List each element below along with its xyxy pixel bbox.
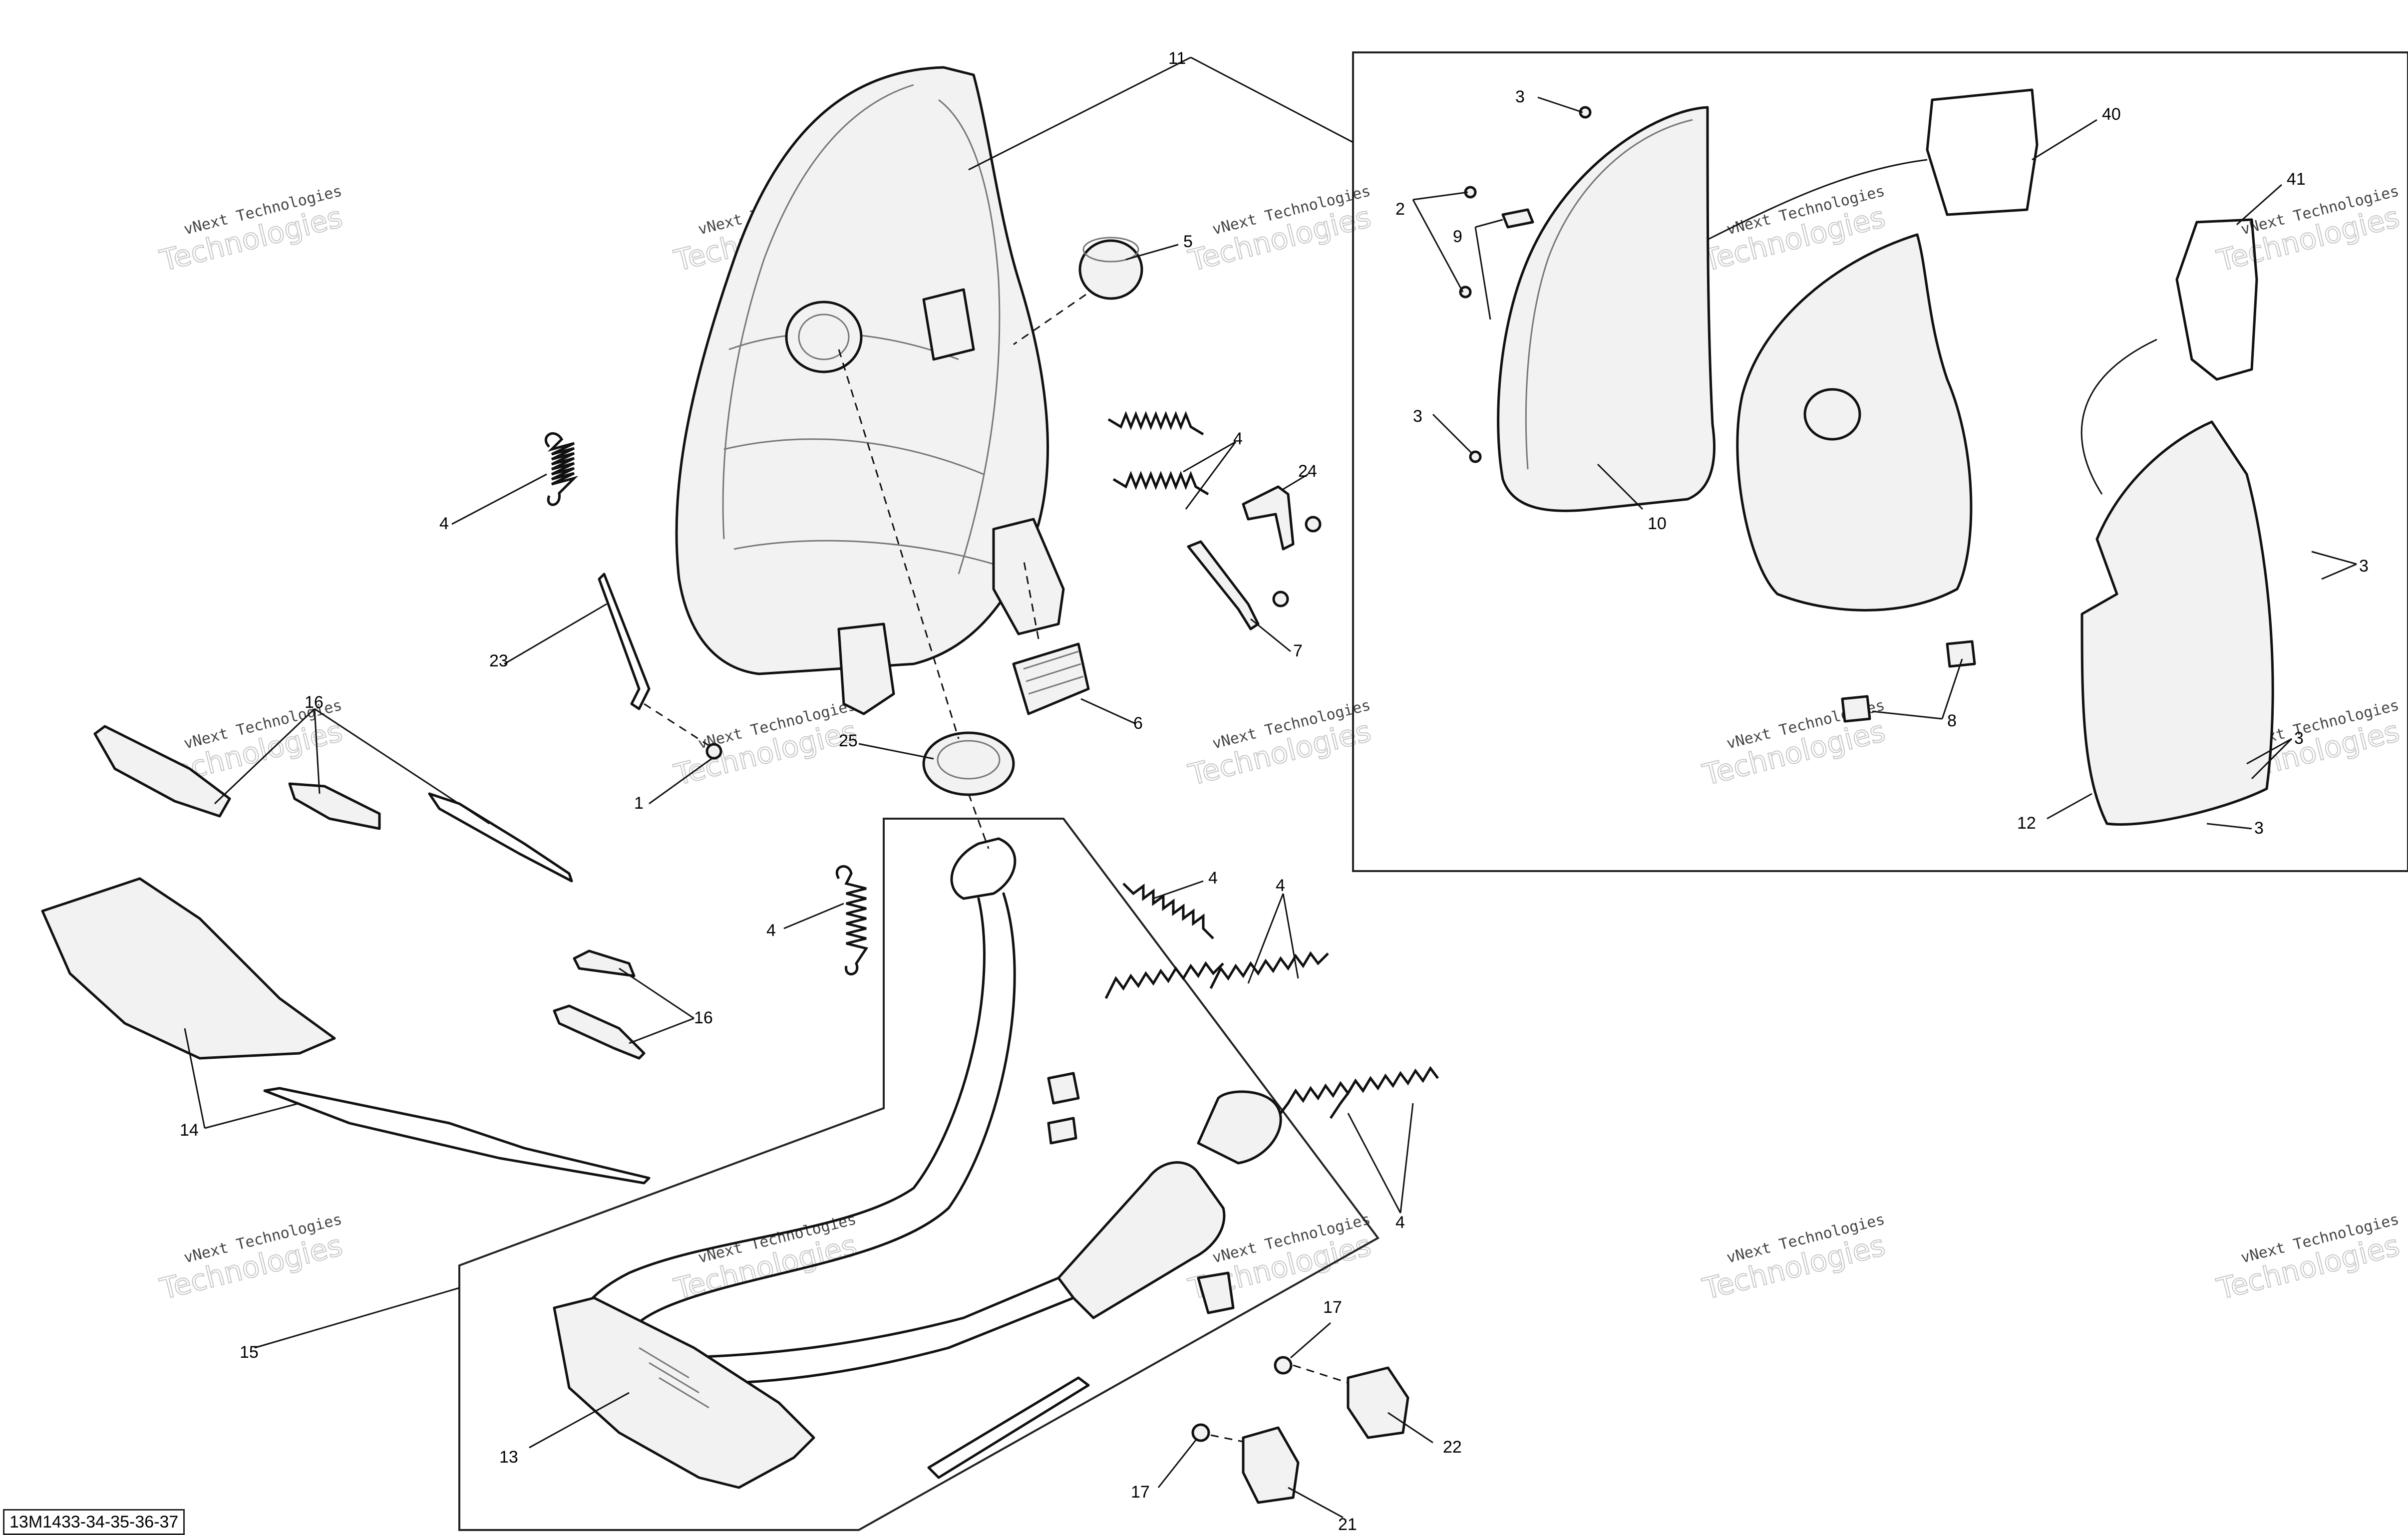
callout-2: 2 — [1395, 200, 1405, 219]
watermark: Technologies vNext Technologies — [1699, 1211, 1889, 1306]
callout-17: 17 — [1323, 1298, 1342, 1317]
nut-part-1 — [705, 743, 722, 760]
muffler-outlet — [1803, 388, 1861, 441]
callout-4: 4 — [439, 514, 449, 533]
skid-shield-part-14 — [263, 1087, 651, 1185]
screw — [1305, 516, 1322, 533]
callout-23: 23 — [489, 651, 508, 670]
callout-14: 14 — [180, 1121, 199, 1140]
callout-17: 17 — [1131, 1483, 1150, 1502]
spring-part-4 — [1269, 1066, 1439, 1129]
arrow-leader — [2080, 338, 2157, 495]
watermark: Technologies vNext Technologies — [670, 696, 860, 792]
fastener-part-3 — [1579, 106, 1592, 119]
clip — [1047, 1072, 1080, 1105]
callout-4: 4 — [1276, 876, 1285, 895]
spring-part-4 — [1122, 883, 1214, 939]
heat-shield-part-16 — [288, 782, 381, 830]
watermark: Technologies vNext Technologies — [2213, 182, 2403, 278]
callout-6: 6 — [1133, 714, 1143, 733]
dash-line — [1293, 1364, 1349, 1384]
callout-22: 22 — [1443, 1438, 1462, 1457]
callout-12: 12 — [2017, 814, 2036, 833]
watermark: Technologies vNext Technologies — [2213, 1211, 2403, 1306]
callout-3: 3 — [2294, 729, 2304, 748]
callout-25: 25 — [839, 731, 858, 750]
dash-line — [1013, 294, 1086, 345]
damper-part-8 — [1841, 695, 1871, 723]
callout-10: 10 — [1648, 514, 1667, 533]
screw — [1272, 591, 1289, 608]
heat-shield-part-16 — [553, 1004, 646, 1060]
dash-line — [838, 349, 960, 739]
spring-part-4 — [1104, 951, 1329, 999]
callout-1: 1 — [634, 794, 644, 813]
gasket-part-25 — [922, 731, 1015, 796]
callout-8: 8 — [1947, 711, 1957, 730]
callout-16: 16 — [694, 1008, 713, 1027]
callout-3: 3 — [2254, 819, 2264, 838]
fastener-part-17 — [1274, 1356, 1293, 1375]
callout-5: 5 — [1183, 232, 1193, 251]
callout-40: 40 — [2102, 105, 2121, 124]
callout-3: 3 — [1515, 87, 1525, 106]
arrow-leader — [1707, 159, 1928, 241]
damper-part-22 — [1347, 1366, 1409, 1439]
dash-line — [644, 703, 714, 750]
callout-3: 3 — [2359, 557, 2369, 576]
fastener-part-17 — [1191, 1423, 1210, 1442]
detail-view-frame — [1352, 51, 2408, 872]
gasket-part-41 — [2175, 218, 2258, 381]
skid-shield-part-14 — [41, 877, 336, 1060]
callout-7: 7 — [1293, 641, 1303, 660]
spring-part-4 — [1107, 411, 1209, 496]
callout-11: 11 — [1168, 49, 1186, 68]
muffler-part-11 — [675, 66, 1065, 715]
callout-13: 13 — [499, 1448, 518, 1467]
hanger-part-23 — [598, 573, 651, 710]
damper-part-8 — [1946, 640, 1976, 668]
leader-lines — [184, 56, 2357, 1519]
exhaust-assembly-frame — [458, 818, 1379, 1531]
watermark: Technologies vNext Technologies — [156, 182, 346, 278]
callout-labels: 11 5 4 4 24 7 23 6 1 25 16 16 4 4 4 4 14… — [180, 49, 2369, 1534]
dash-line — [968, 793, 990, 849]
plug-part-5 — [1078, 237, 1143, 300]
bracket-part-9 — [1501, 208, 1534, 229]
spring-part-4 — [835, 865, 869, 975]
cover-detail — [1525, 119, 1693, 470]
callout-4: 4 — [1233, 429, 1243, 448]
damper-part-21 — [1242, 1426, 1300, 1504]
callout-15: 15 — [240, 1343, 259, 1362]
callout-16: 16 — [305, 693, 324, 712]
bracket-part-7 — [1187, 540, 1260, 630]
cover-part-10 — [1497, 106, 1716, 512]
gasket-part-40 — [1926, 88, 2039, 216]
diagram-code-label: 13M1433-34-35-36-37 — [3, 1509, 185, 1535]
callout-4: 4 — [766, 921, 776, 940]
callout-4: 4 — [1395, 1213, 1405, 1232]
heat-shield-part-16 — [573, 949, 636, 977]
watermark: Technologies vNext Technologies — [156, 1211, 346, 1306]
heat-shield-part-16 — [93, 725, 231, 818]
bracket-part-24 — [1242, 485, 1295, 551]
watermark: Technologies vNext Technologies — [1184, 182, 1375, 278]
callout-24: 24 — [1298, 462, 1317, 481]
watermark: Technologies vNext Technologies — [1184, 696, 1375, 792]
clip — [1197, 1271, 1235, 1314]
heat-shield-part-12 — [2080, 420, 2274, 826]
grommet-part-6 — [1012, 642, 1090, 715]
spring-part-4 — [544, 432, 579, 506]
fastener-part-2 — [1459, 286, 1472, 299]
heat-shield-part-16 — [428, 792, 573, 883]
callout-3: 3 — [1413, 407, 1422, 426]
clip — [1047, 1117, 1077, 1145]
callout-21: 21 — [1338, 1515, 1357, 1534]
callout-41: 41 — [2287, 170, 2306, 189]
callout-9: 9 — [1453, 227, 1462, 246]
callout-4: 4 — [1208, 869, 1218, 888]
exhaust-pipe-part-15 — [553, 837, 1282, 1489]
